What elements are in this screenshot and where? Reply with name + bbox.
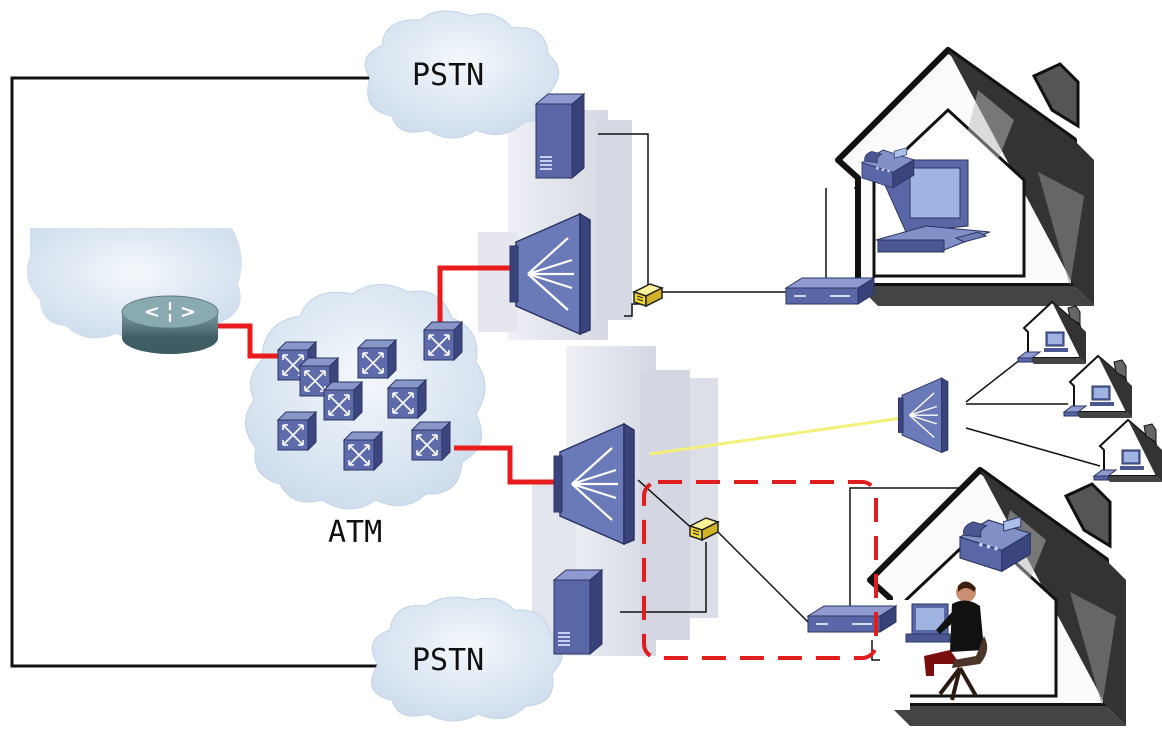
router-icon: [121, 295, 219, 354]
remote-dslam-icon: [897, 377, 949, 454]
computer-bottom-icon: [905, 603, 951, 643]
atm-switch-icon: [357, 339, 397, 379]
atm-switch-icon: [387, 379, 427, 419]
modem-top-icon: [785, 277, 875, 305]
atm-label: ATM: [328, 515, 383, 550]
splitter-top-icon: [633, 283, 663, 307]
voice-switch-top-icon: [535, 93, 585, 179]
atm-switch-icon: [343, 431, 383, 471]
small-house-2-icon: [1063, 355, 1133, 419]
voice-switch-bottom-icon: [553, 569, 603, 655]
router-atm-link: [214, 323, 280, 359]
home-bottom-house-icon: [870, 470, 1126, 726]
modem-bottom-icon: [807, 605, 897, 633]
atm-dslam-bottom-link: [454, 445, 556, 485]
atm-switch-icon: [411, 421, 451, 461]
highlight-box: [642, 480, 878, 660]
user-icon: [924, 581, 988, 701]
pstn-link: [10, 76, 380, 668]
pstn-cloud-top: [364, 10, 559, 139]
fiber-link: [649, 416, 903, 456]
atm-cloud: [245, 284, 486, 510]
home-top-house-icon: [838, 50, 1094, 306]
atm-switch-icon: [423, 321, 463, 361]
pstn-bottom-label: PSTN: [412, 643, 485, 678]
atm-switch-icon: [277, 411, 317, 451]
small-house-1-icon: [1017, 301, 1087, 365]
pstn-top-label: PSTN: [412, 58, 485, 93]
small-house-3-icon: [1093, 419, 1162, 483]
atm-switch-icon: [323, 381, 363, 421]
